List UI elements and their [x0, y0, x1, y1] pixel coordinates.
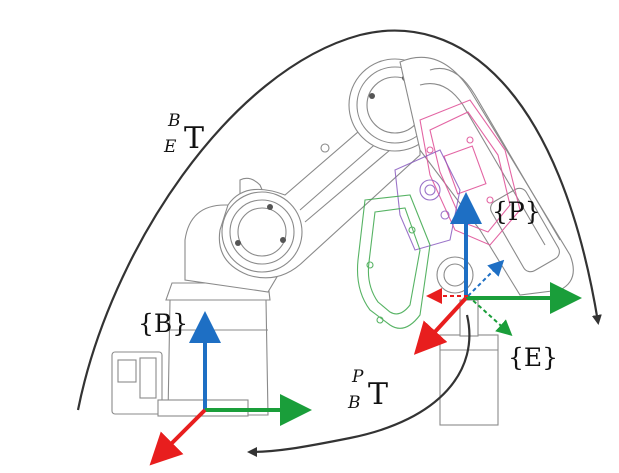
- base-frame-axes: [149, 311, 312, 466]
- frame-label-effector: {E}: [508, 343, 558, 372]
- transform-sub: B: [347, 393, 361, 413]
- effector-z-axis: [467, 259, 505, 297]
- robot-arm-drawing: [111, 56, 574, 426]
- frame-label-base: {B}: [138, 309, 188, 338]
- effector-frame-axes: [426, 259, 513, 337]
- frame-label-plane: {P}: [492, 197, 541, 226]
- transform-sup: B: [167, 111, 181, 131]
- transform-curve-plane-to-base: [247, 314, 471, 457]
- transform-sup: P: [351, 367, 364, 387]
- effector-y-axis: [467, 295, 513, 337]
- transform-label-base-to-effector: B E T: [163, 111, 204, 157]
- base-x-axis: [149, 408, 207, 466]
- transform-symbol: T: [368, 377, 388, 412]
- transform-sub: E: [163, 137, 177, 157]
- transform-curve-base-to-effector: [76, 29, 602, 411]
- plane-frame-axes: [413, 192, 582, 355]
- transform-label-plane-to-base: P B T: [347, 367, 388, 413]
- transform-symbol: T: [184, 121, 204, 156]
- plane-x-axis: [413, 296, 468, 355]
